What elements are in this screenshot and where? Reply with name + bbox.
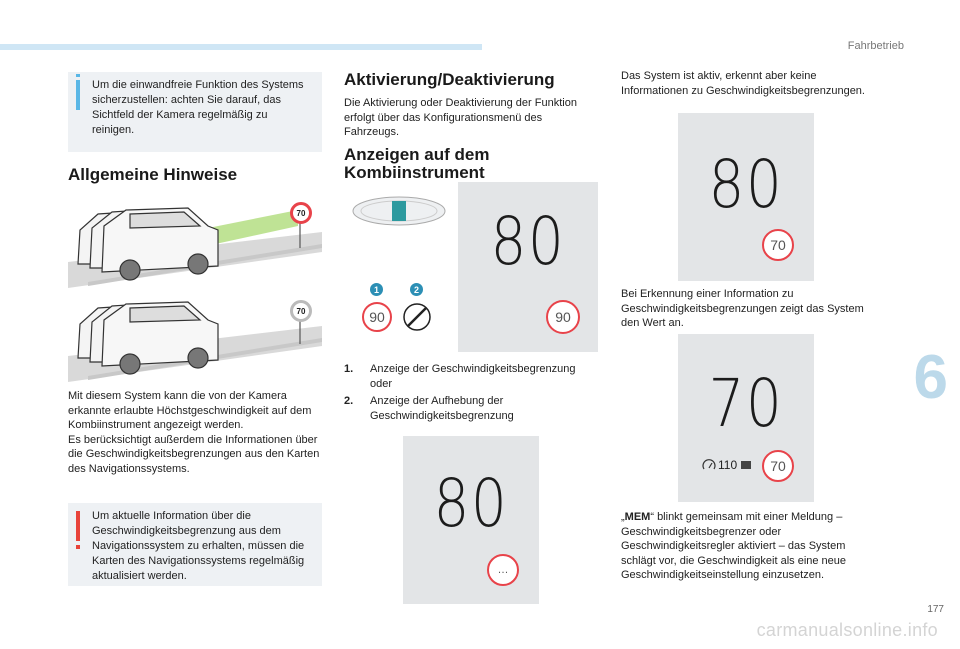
mem-label: MEM (624, 511, 651, 523)
heading-general: Allgemeine Hinweise (68, 165, 238, 184)
paragraph-system: Mit diesem System kann die von der Kamer… (68, 389, 330, 476)
paragraph-camera: Mit diesem System kann die von der Kamer… (68, 390, 312, 431)
selector-area: 1 2 90 (344, 182, 458, 352)
page-number: 177 (927, 604, 944, 615)
warning-note-text: Um aktuelle Information über die Geschwi… (92, 510, 305, 582)
unknown-limit-sign: … (487, 554, 519, 586)
watermark: carmanualsonline.info (756, 620, 938, 640)
info-note: Um die einwandfreie Funktion des Systems… (68, 72, 322, 152)
car-illustration-1: 70 (68, 192, 322, 288)
legend-list: 1. Anzeige der Geschwindigkeitsbegrenzun… (344, 362, 600, 423)
list-item: 2. Anzeige der Aufhebung der Geschwindig… (344, 394, 600, 423)
speed-value: 80 (490, 203, 566, 280)
cluster-display-3: 80 70 (678, 113, 814, 281)
speed-limit-sign: 70 (290, 202, 312, 224)
cluster-selector-icon (352, 196, 446, 226)
badge-1: 1 (370, 283, 383, 296)
cruise-setting: 110 (702, 458, 752, 472)
warning-icon (76, 511, 80, 549)
list-item-number: 1. (344, 363, 354, 375)
list-item-number: 2. (344, 395, 354, 407)
speed-limit-sign-90: 90 (362, 302, 392, 332)
car-illustration-2: 70 (68, 290, 322, 382)
list-item-text: Anzeige der Geschwindigkeitsbegrenzung o… (370, 363, 576, 390)
heading-displays: Anzeigen auf dem Kombiinstrument (344, 146, 489, 182)
unit-icon (741, 461, 752, 469)
heading-displays-line2: Kombiinstrument (344, 163, 485, 182)
cluster-display-2: 80 … (403, 436, 539, 604)
section-title: Fahrbetrieb (847, 40, 904, 52)
paragraph-activation: Die Aktivierung oder Deaktivierung der F… (344, 97, 577, 138)
cluster-display-1: 1 2 90 80 90 (344, 182, 598, 352)
quote-open: „ (621, 511, 625, 523)
speed-value: 70 (708, 365, 784, 442)
list-item: 1. Anzeige der Geschwindigkeitsbegrenzun… (344, 362, 600, 391)
mem-text: “ blinkt gemeinsam mit einer Meldung – G… (621, 511, 847, 581)
speed-limit-sign: 70 (762, 450, 794, 482)
speed-value: 80 (433, 465, 509, 542)
paragraph-mem: „MEM“ blinkt gemeinsam mit einer Meldung… (621, 510, 881, 583)
heading-activation: Aktivierung/Deaktivierung (344, 70, 555, 89)
speed-limit-sign: 70 (762, 229, 794, 261)
paragraph-detection: Bei Erkennung einer Information zu Gesch… (621, 288, 864, 329)
speed-limit-sign: 70 (290, 300, 312, 322)
cruise-value: 110 (718, 458, 738, 472)
list-item-text: Anzeige der Aufhebung der Geschwindigkei… (370, 395, 514, 422)
paragraph-navigation: Es berücksichtigt außerdem die Informati… (68, 433, 320, 475)
header-bar (0, 44, 482, 50)
heading-displays-line1: Anzeigen auf dem (344, 145, 490, 164)
cluster-display-4: 70 110 70 (678, 334, 814, 502)
speedometer-icon (702, 459, 716, 470)
info-note-text: Um die einwandfreie Funktion des Systems… (92, 79, 304, 136)
paragraph-no-info: Das System ist aktiv, erkennt aber keine… (621, 70, 865, 97)
end-of-limit-icon (403, 303, 431, 331)
speed-limit-sign: 90 (546, 300, 580, 334)
chapter-number: 6 (913, 343, 948, 412)
badge-2: 2 (410, 283, 423, 296)
cluster-panel-1: 80 90 (458, 182, 598, 352)
info-icon (76, 74, 80, 110)
warning-note: Um aktuelle Information über die Geschwi… (68, 503, 322, 586)
speed-value: 80 (708, 146, 784, 223)
